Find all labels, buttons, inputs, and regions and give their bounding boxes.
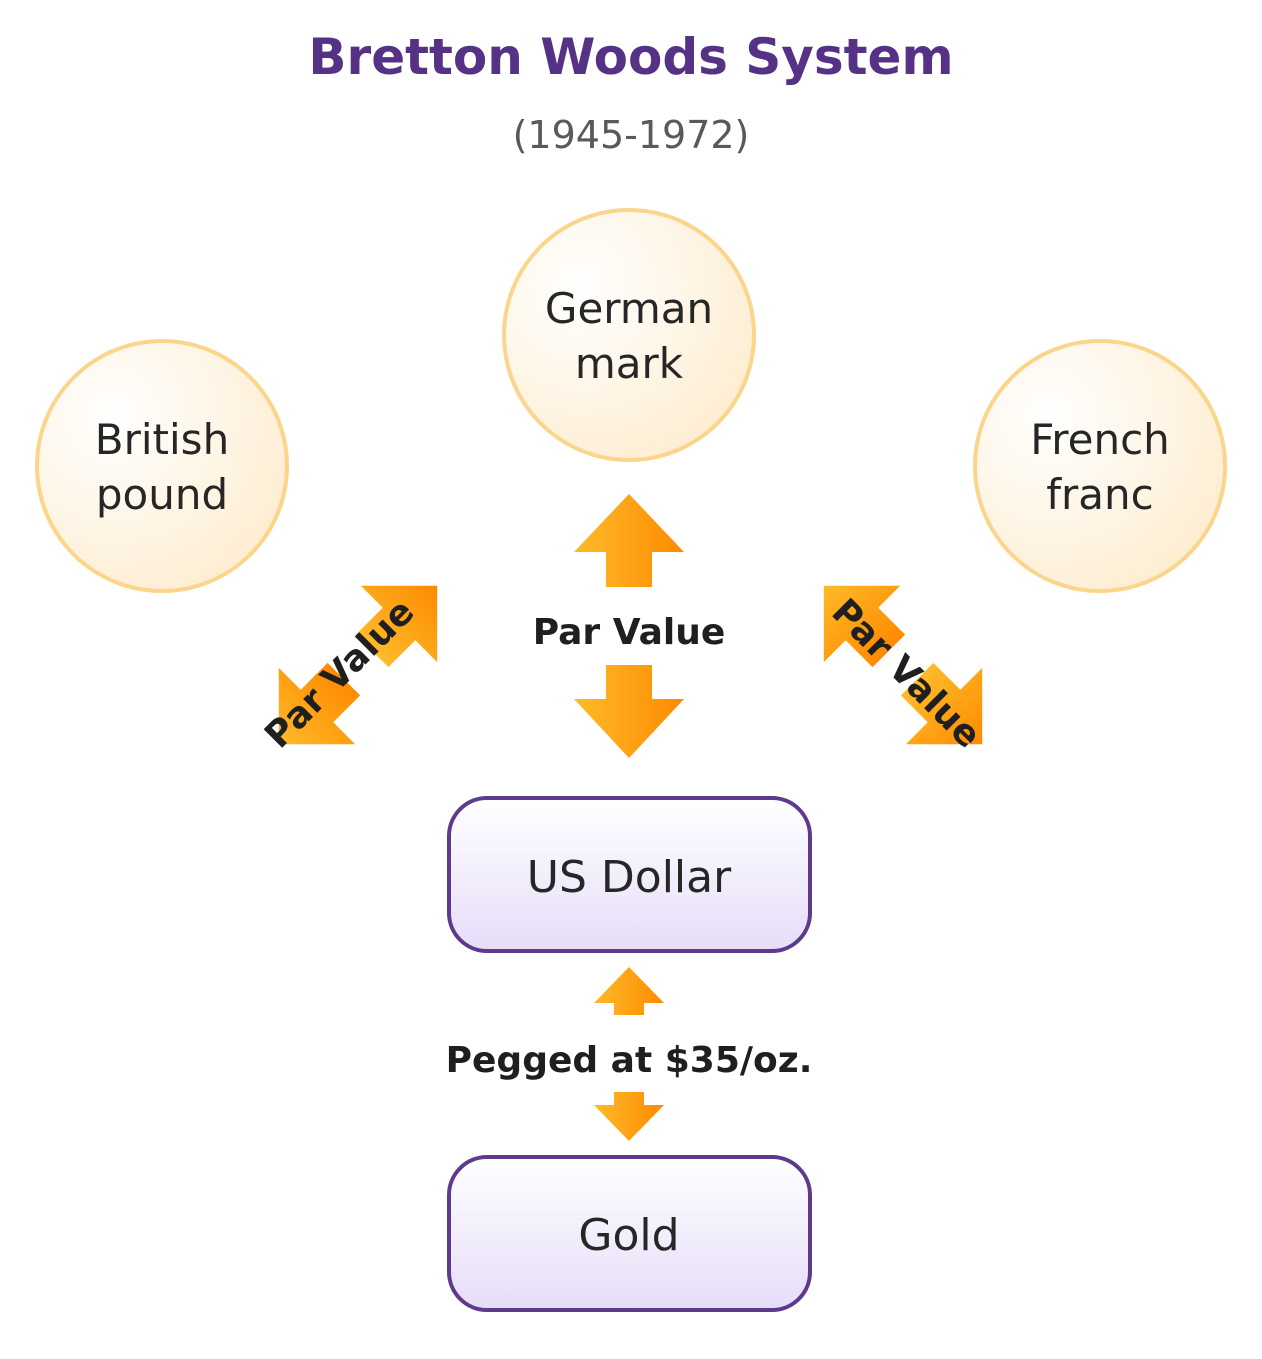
british-pound-line1: British — [95, 415, 229, 464]
arrow-down-to-us-dollar — [574, 665, 684, 758]
diagram-title: Bretton Woods System — [308, 28, 953, 86]
arrow-down-right-to-us-dollar — [355, 585, 438, 668]
diagram-subtitle: (1945-1972) — [513, 113, 750, 157]
node-french-franc: French franc — [973, 339, 1227, 593]
node-german-mark: German mark — [502, 208, 756, 462]
gold-label: Gold — [578, 1210, 679, 1261]
node-british-pound: British pound — [35, 339, 289, 593]
french-franc-line1: French — [1030, 415, 1170, 464]
arrow-down-to-gold — [594, 1092, 664, 1141]
british-pound-line2: pound — [96, 470, 228, 519]
french-franc-line2: franc — [1046, 470, 1154, 519]
node-us-dollar: US Dollar — [447, 796, 812, 953]
par-value-label-right: Par Value — [824, 591, 989, 756]
german-mark-line2: mark — [575, 339, 684, 388]
arrow-up-to-us-dollar — [594, 967, 664, 1015]
us-dollar-label: US Dollar — [527, 852, 732, 903]
arrow-up-right-to-french-franc — [900, 662, 983, 745]
german-mark-line1: German — [545, 284, 713, 333]
arrow-up-to-german-mark — [574, 494, 684, 587]
pegged-label: Pegged at $35/oz. — [446, 1040, 813, 1081]
node-gold: Gold — [447, 1155, 812, 1312]
arrow-up-left-to-british-pound — [278, 662, 361, 745]
arrow-down-left-to-us-dollar — [823, 585, 906, 668]
par-value-label-center: Par Value — [533, 612, 726, 653]
